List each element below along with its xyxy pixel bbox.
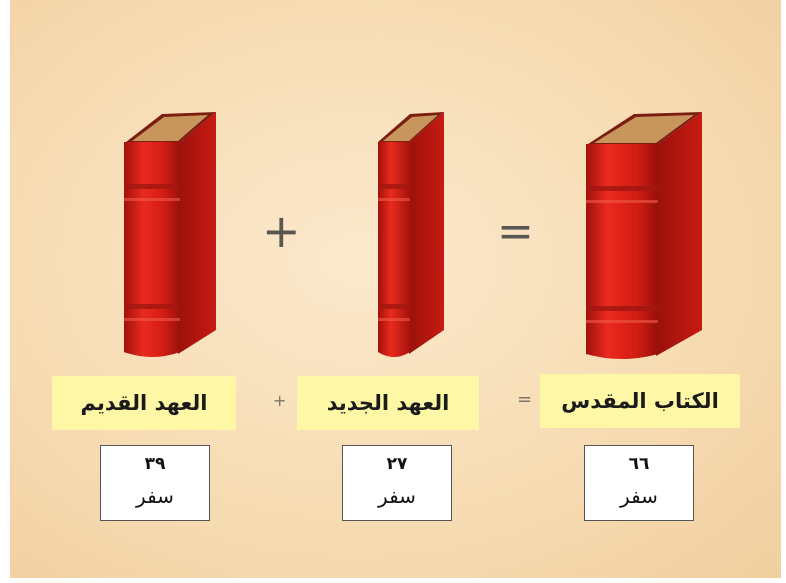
old-testament-unit: سفر — [136, 484, 174, 508]
bible-unit: سفر — [620, 484, 658, 508]
bible-label: الكتاب المقدس — [540, 374, 740, 428]
bible-count: ٦٦ — [628, 454, 650, 474]
new-testament-book-icon — [378, 112, 444, 357]
new-testament-unit: سفر — [378, 484, 416, 508]
new-testament-count: ٢٧ — [386, 454, 408, 474]
right-border — [781, 0, 786, 583]
bible-count-box: ٦٦ سفر — [584, 445, 694, 521]
plus-sign: + — [262, 204, 301, 258]
equals-sign: = — [497, 206, 534, 257]
old-testament-count: ٣٩ — [144, 454, 166, 474]
old-testament-label: العهد القديم — [52, 376, 236, 430]
new-testament-count-box: ٢٧ سفر — [342, 445, 452, 521]
equals-sign-small: = — [517, 389, 533, 410]
old-testament-book-icon — [124, 112, 216, 357]
plus-sign-small: + — [273, 391, 287, 410]
bible-book-icon — [586, 112, 702, 359]
new-testament-label: العهد الجديد — [297, 376, 479, 430]
old-testament-count-box: ٣٩ سفر — [100, 445, 210, 521]
